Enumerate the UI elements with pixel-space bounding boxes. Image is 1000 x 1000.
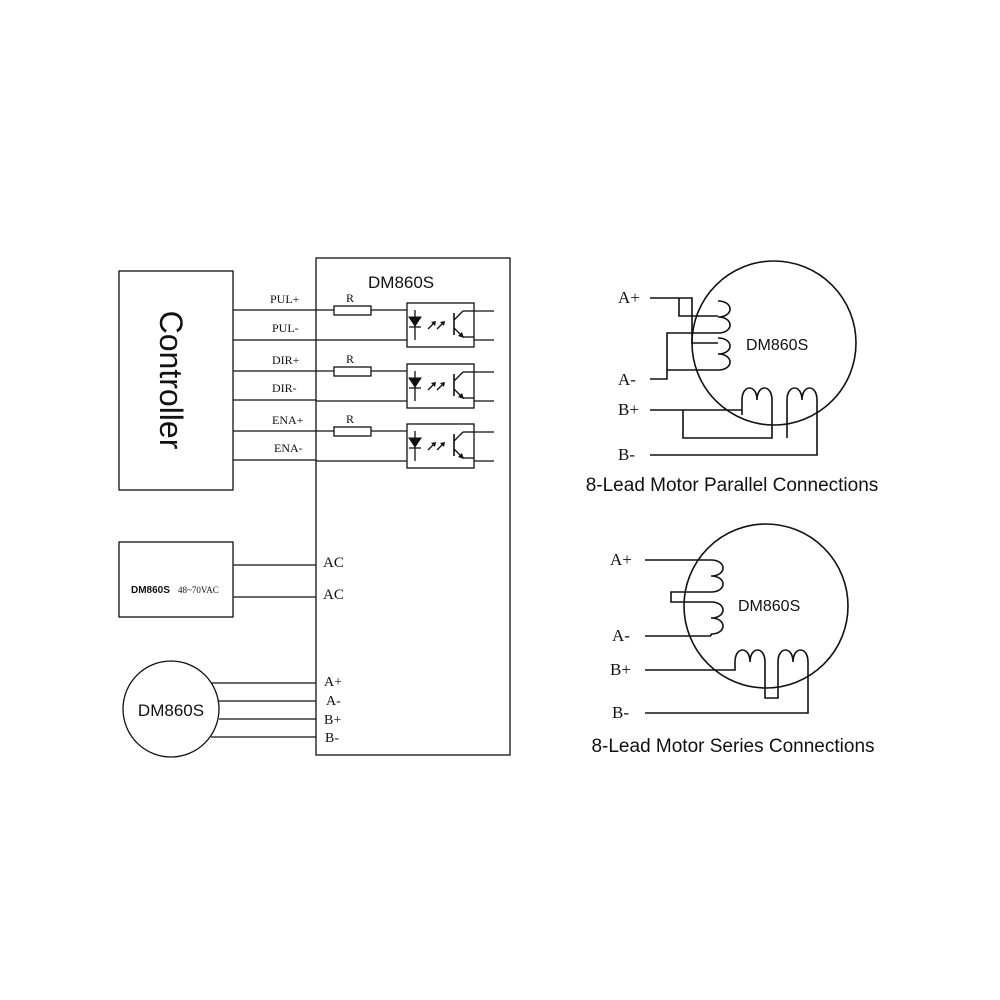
series-motor-circle: [683, 523, 849, 689]
power-supply-box: [118, 541, 234, 618]
signal-label-ena-minus: ENA-: [274, 441, 303, 455]
driver-terminal-b-minus: B-: [325, 731, 339, 746]
series-terminal-a-plus: A+: [610, 550, 632, 569]
resistor-label: R: [346, 412, 354, 426]
opto-channel-pul: R: [316, 291, 494, 348]
parallel-terminal-b-minus: B-: [618, 445, 635, 464]
parallel-terminal-a-minus: A-: [618, 370, 636, 389]
signal-label-dir-minus: DIR-: [272, 381, 297, 395]
driver-terminal-a-minus: A-: [326, 694, 341, 709]
series-terminal-a-minus: A-: [612, 626, 630, 645]
parallel-motor-label: DM860S: [746, 337, 808, 354]
signal-labels: PUL+ PUL- DIR+ DIR- ENA+ ENA-: [270, 292, 304, 455]
parallel-caption: 8-Lead Motor Parallel Connections: [586, 475, 879, 496]
opto-channel-ena: R: [316, 412, 494, 469]
signal-label-ena-plus: ENA+: [272, 413, 304, 427]
series-connection-diagram: DM860S A+ A- B+ B- 8-Lead Motor Series C…: [591, 523, 875, 757]
series-terminal-b-plus: B+: [610, 660, 631, 679]
series-terminal-b-minus: B-: [612, 703, 629, 722]
signal-label-pul-minus: PUL-: [272, 321, 299, 335]
signal-label-dir-plus: DIR+: [272, 353, 300, 367]
motor-label: DM860S: [138, 701, 204, 720]
parallel-connection-diagram: DM860S A+ A- B+ B- 8-Lead Motor Parallel…: [586, 260, 879, 496]
resistor: [333, 426, 372, 437]
parallel-coil-a1: [717, 300, 731, 334]
motor-wires: [211, 682, 316, 738]
parallel-coil-b2: [786, 387, 818, 401]
signal-wires: [233, 309, 316, 461]
resistor-label: R: [346, 352, 354, 366]
parallel-coil-b1: [741, 387, 773, 401]
parallel-terminal-b-plus: B+: [618, 400, 639, 419]
resistor: [333, 305, 372, 316]
opto-channels: R R R: [316, 291, 494, 469]
parallel-terminal-a-plus: A+: [618, 288, 640, 307]
power-supply-name: DM860S: [131, 585, 170, 596]
driver-title: DM860S: [368, 273, 434, 292]
resistor-label: R: [346, 291, 354, 305]
opto-channel-dir: R: [316, 352, 494, 409]
driver-terminal-a-plus: A+: [324, 675, 342, 690]
driver-terminal-b-plus: B+: [324, 713, 341, 728]
series-coil-a1: [710, 559, 724, 593]
signal-label-pul-plus: PUL+: [270, 292, 300, 306]
resistor: [333, 366, 372, 377]
series-caption: 8-Lead Motor Series Connections: [591, 736, 874, 757]
driver-terminal-ac-2: AC: [323, 587, 344, 603]
power-supply-rating: 48~70VAC: [178, 585, 219, 595]
series-coil-b2: [777, 649, 809, 663]
parallel-coil-a2: [717, 337, 731, 371]
driver-terminal-ac-1: AC: [323, 555, 344, 571]
controller-box: [118, 270, 234, 491]
series-coil-a2: [710, 601, 724, 635]
series-coil-b1: [734, 649, 766, 663]
series-motor-label: DM860S: [738, 598, 800, 615]
controller-label: Controller: [153, 311, 189, 450]
motor-circle: [122, 660, 220, 758]
